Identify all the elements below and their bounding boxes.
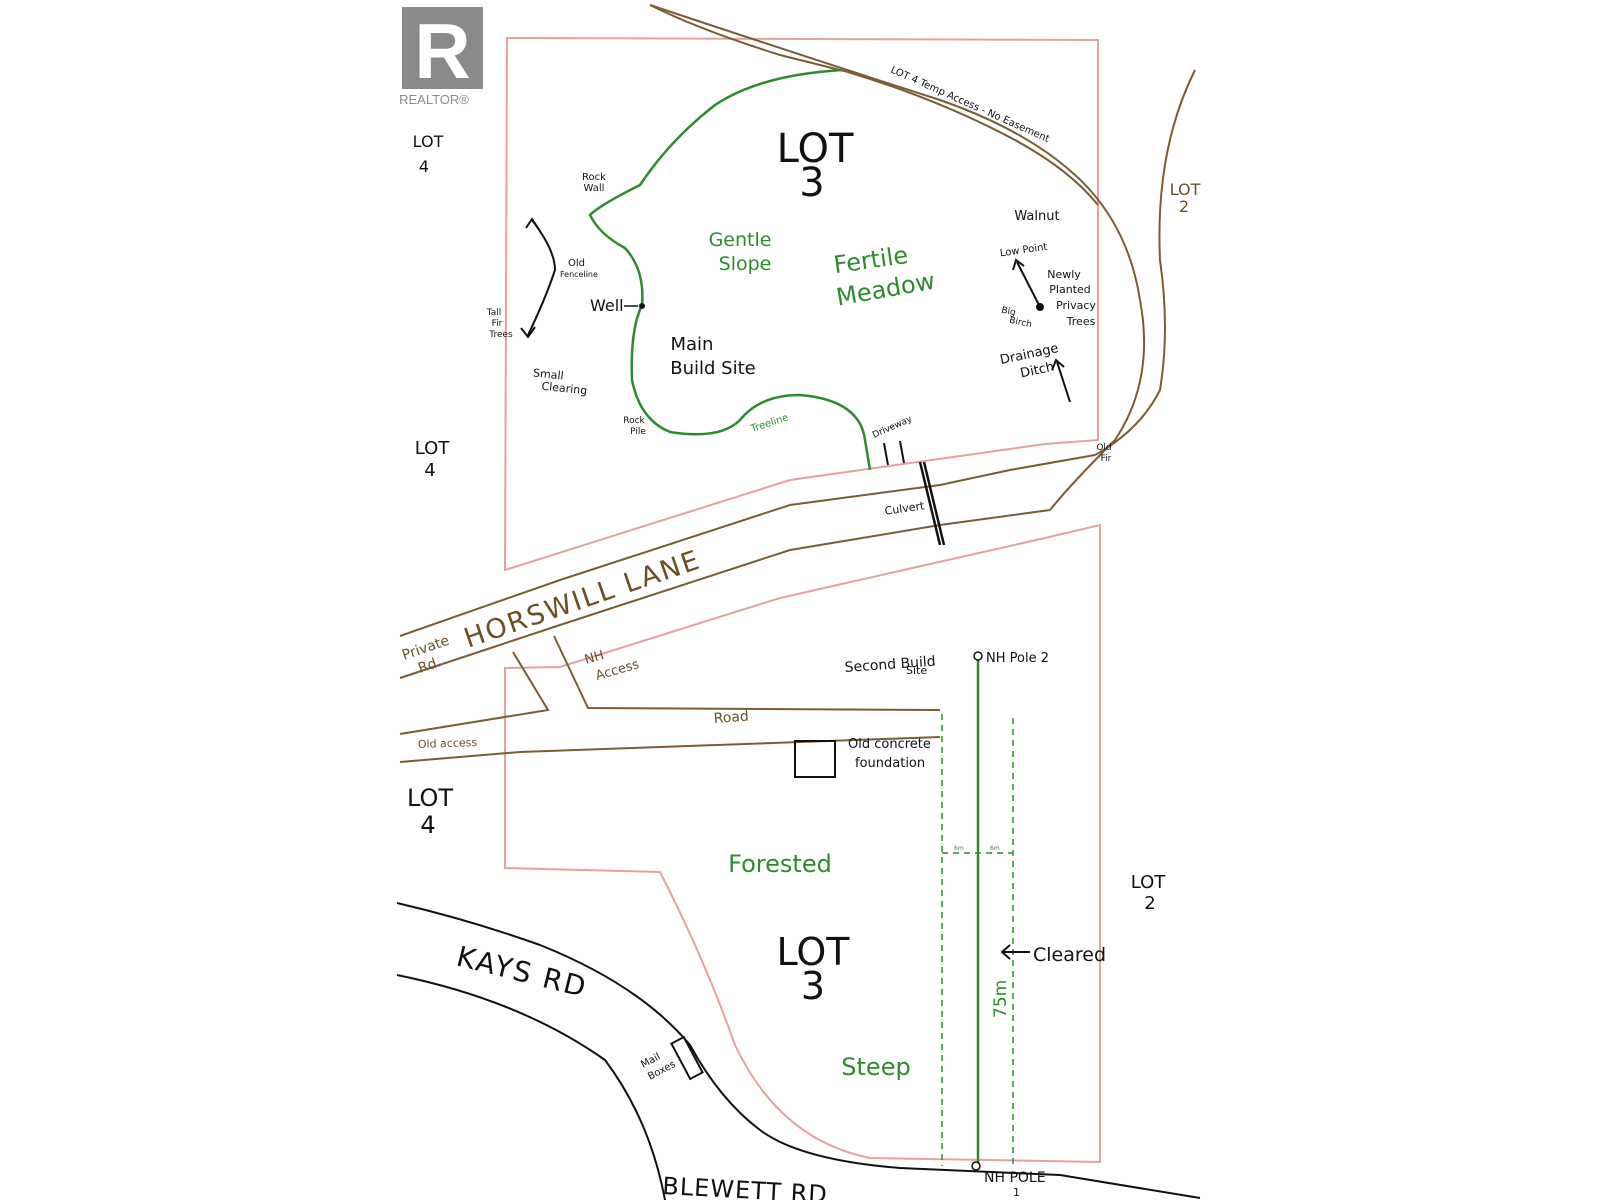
roads — [399, 4, 1196, 763]
privacy-trees-label-2: Planted — [1049, 283, 1090, 296]
lot3-south-boundary — [504, 523, 1101, 1164]
road-label: Road — [713, 709, 749, 727]
lot3-north-label-1: LOT — [777, 126, 854, 172]
realtor-logo: R REALTOR® — [399, 7, 483, 107]
nh-pole-1-marker — [971, 1161, 981, 1171]
old-fenceline-label-1: Old — [568, 258, 585, 269]
steep-label: Steep — [841, 1053, 910, 1081]
horswill-lane-north-edge — [399, 454, 1096, 637]
lot4-temp-access-lower — [847, 71, 1099, 206]
horswill-lane-east-edge-inner — [1094, 69, 1196, 456]
lot4-c-label-1: LOT — [407, 784, 453, 812]
tall-fir-label-2: Fir — [492, 319, 503, 329]
cleared-label: Cleared — [1033, 944, 1106, 966]
fenceline-arrow — [520, 217, 557, 339]
nh-pole-2-marker — [973, 651, 983, 661]
cleared-arrow — [1000, 944, 1030, 960]
big-birch-label-1: Big — [1000, 306, 1016, 319]
mail-boxes-box — [670, 1035, 704, 1081]
small-clearing-label-1: Small — [532, 366, 564, 382]
old-foundation-label-1: Old concrete — [848, 737, 931, 752]
horswill-lane-east-edge — [649, 4, 1146, 511]
privacy-trees-label-4: Trees — [1066, 315, 1096, 328]
horswill-lane-south-edge — [399, 509, 1051, 679]
privacy-trees-label-1: Newly — [1047, 268, 1081, 281]
culvert-label: Culvert — [884, 499, 926, 518]
property-lines — [503, 36, 1101, 1164]
cleared-corridor — [941, 714, 1014, 1166]
low-point-arrow — [1012, 258, 1044, 311]
lot3-south-label-1: LOT — [777, 930, 851, 974]
temp-access-label: LOT 4 Temp Access - No Easement — [889, 65, 1051, 145]
walnut-label: Walnut — [1014, 209, 1059, 224]
text-labels: LOT 3 LOT 3 LOT 4 LOT 4 LOT 4 LOT 2 LOT … — [400, 65, 1200, 1200]
culvert — [918, 461, 946, 546]
lot2-b-label-2: 2 — [1144, 893, 1155, 914]
realtor-logo-box — [402, 7, 483, 89]
old-foundation-square — [794, 740, 836, 778]
lot3-south-label-2: 3 — [801, 964, 825, 1008]
old-foundation-label-2: foundation — [855, 756, 925, 771]
drainage-arrow — [1051, 358, 1071, 403]
distance-label: 75m — [991, 980, 1011, 1018]
corridor-offset-a-label: 6m — [954, 845, 964, 852]
well-label: Well — [590, 296, 624, 315]
main-build-site-label-2: Build Site — [670, 358, 755, 379]
tall-fir-label-1: Tall — [486, 308, 502, 318]
lot3-north-label-2: 3 — [799, 160, 824, 206]
nh-access-label-1: NH — [583, 648, 606, 668]
second-build-site-label-1: Second Build — [844, 654, 936, 676]
public-roads — [396, 902, 1201, 1200]
lot2-a-label-1: LOT — [1170, 180, 1201, 199]
old-access-label: Old access — [418, 736, 478, 751]
driveway-label: Driveway — [871, 414, 914, 441]
old-fenceline-label-2: Fenceline — [560, 270, 598, 279]
driveway-marks — [883, 440, 905, 466]
kays-rd-west-edge — [396, 974, 666, 1200]
nh-pole-2-label: NH Pole 2 — [986, 651, 1049, 666]
blewett-rd-label: BLEWETT RD — [662, 1172, 829, 1200]
nh-pole-1-label-1: NH POLE — [984, 1170, 1046, 1186]
lot4-a-label-2: 4 — [419, 157, 429, 176]
old-fir-label-2: Fir — [1101, 454, 1112, 464]
private-rd-label-2: Rd. — [416, 654, 443, 677]
low-point-label: Low Point — [999, 242, 1048, 260]
lot4-b-label-2: 4 — [424, 460, 435, 481]
rock-wall-label-1: Rock — [582, 172, 606, 183]
rock-pile-label-2: Pile — [630, 427, 646, 437]
tall-fir-label-3: Trees — [488, 330, 513, 340]
main-build-site-label-1: Main — [671, 334, 714, 355]
lot4-a-label-1: LOT — [413, 132, 444, 151]
corridor-offset-b-label: 6m — [990, 845, 1000, 852]
lot2-a-label-2: 2 — [1179, 197, 1189, 216]
kays-rd-east-edge — [396, 902, 1201, 1199]
small-clearing-label-2: Clearing — [541, 380, 588, 398]
gentle-slope-label-1: Gentle — [709, 229, 772, 251]
gentle-slope-label-2: Slope — [719, 253, 772, 275]
treeline-label: Treeline — [749, 412, 790, 435]
well-marker — [639, 303, 645, 309]
lot3-north-boundary — [503, 36, 1099, 572]
lot4-c-label-2: 4 — [420, 811, 435, 839]
lot2-b-label-1: LOT — [1131, 872, 1167, 893]
realtor-logo-letter: R — [414, 7, 470, 95]
horswill-lane-label: HORSWILL LANE — [460, 545, 705, 655]
drainage-ditch-label-2: Ditch — [1019, 360, 1055, 382]
lot4-temp-access-upper — [649, 4, 849, 73]
privacy-trees-label-3: Privacy — [1056, 299, 1096, 312]
second-build-site-label-2: Site — [906, 664, 927, 677]
lot4-b-label-1: LOT — [415, 438, 451, 459]
realtor-wordmark: REALTOR® — [399, 92, 469, 107]
rock-pile-label-1: Rock — [623, 416, 645, 426]
old-access-north-edge — [399, 651, 550, 735]
nh-pole-1-label-2: 1 — [1013, 1186, 1020, 1199]
forested-label: Forested — [728, 850, 832, 878]
old-fir-label-1: Old — [1096, 443, 1111, 453]
nh-access-edge — [553, 635, 941, 711]
big-birch-label-2: Birch — [1008, 316, 1032, 331]
rock-wall-label-2: Wall — [584, 183, 605, 194]
